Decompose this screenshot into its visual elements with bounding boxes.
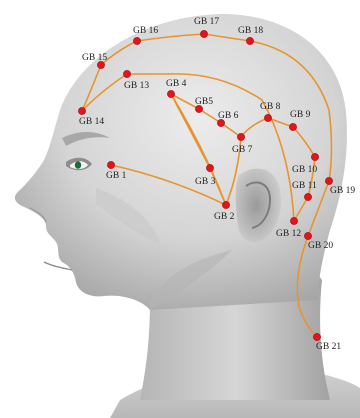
acupoint-label-gb2: GB 2 bbox=[214, 212, 235, 222]
acupoint-gb20 bbox=[304, 232, 311, 239]
acupoint-gb1 bbox=[107, 161, 114, 168]
acupoint-label-gb10: GB 10 bbox=[292, 165, 317, 175]
acupoint-label-gb18: GB 18 bbox=[238, 26, 263, 36]
acupoint-label-gb9: GB 9 bbox=[290, 110, 311, 120]
acupoint-gb12 bbox=[290, 217, 297, 224]
acupoint-label-gb17: GB 17 bbox=[194, 17, 219, 27]
iris-icon bbox=[75, 161, 81, 169]
acupoint-label-gb6: GB 6 bbox=[218, 111, 239, 121]
acupoint-label-gb19: GB 19 bbox=[330, 186, 355, 196]
acupoint-gb9 bbox=[289, 123, 296, 130]
acupoint-label-gb14: GB 14 bbox=[79, 117, 104, 127]
acupoint-label-gb21: GB 21 bbox=[316, 342, 341, 352]
acupoint-label-gb8: GB 8 bbox=[260, 102, 281, 112]
acupoint-label-gb15: GB 15 bbox=[82, 53, 107, 63]
acupoint-gb21 bbox=[313, 333, 320, 340]
acupoint-gb13 bbox=[123, 70, 130, 77]
acupoint-label-gb11: GB 11 bbox=[292, 181, 317, 191]
head-shape bbox=[15, 14, 347, 310]
acupoint-label-gb3: GB 3 bbox=[195, 177, 216, 187]
acupoint-label-gb20: GB 20 bbox=[308, 241, 333, 251]
acupoint-label-gb4: GB 4 bbox=[166, 79, 187, 89]
acupoint-gb4 bbox=[167, 90, 174, 97]
acupoint-gb8 bbox=[264, 114, 271, 121]
acupoint-gb18 bbox=[246, 37, 253, 44]
acupoint-gb19 bbox=[325, 177, 332, 184]
acupoint-label-gb12: GB 12 bbox=[276, 229, 301, 239]
acupoint-label-gb1: GB 1 bbox=[106, 171, 127, 181]
acupoint-gb14 bbox=[78, 107, 85, 114]
acupoint-gb17 bbox=[200, 30, 207, 37]
acupoint-gb11 bbox=[304, 193, 311, 200]
acupoint-label-gb13: GB 13 bbox=[124, 81, 149, 91]
acupoint-label-gb7: GB 7 bbox=[232, 145, 253, 155]
acupoint-gb3 bbox=[206, 164, 213, 171]
acupoint-gb7 bbox=[237, 133, 244, 140]
acupoint-gb10 bbox=[311, 153, 318, 160]
acupoint-label-gb5: GB5 bbox=[195, 97, 213, 107]
acupoint-gb2 bbox=[222, 201, 229, 208]
acupoint-gb16 bbox=[133, 37, 140, 44]
acupoint-label-gb16: GB 16 bbox=[133, 26, 158, 36]
